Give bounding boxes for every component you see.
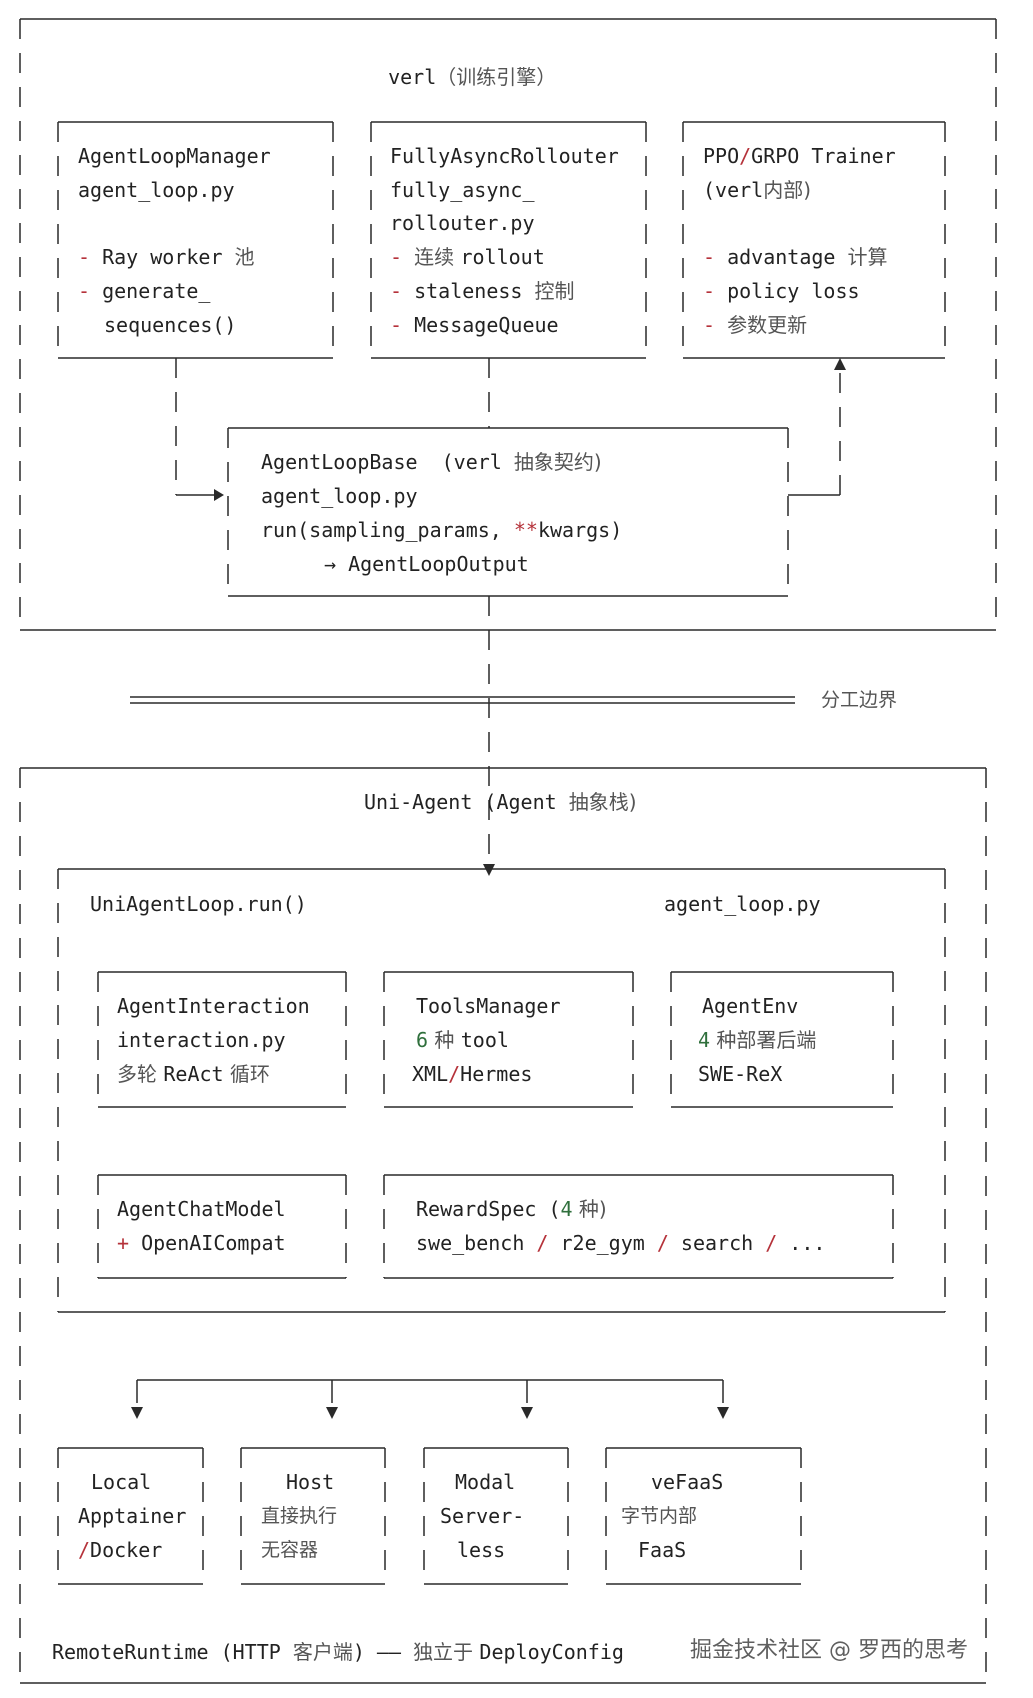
tools-manager-count: 6 种 tool <box>416 1028 509 1052</box>
runtime-host-nocontainer: 无容器 <box>261 1539 319 1561</box>
rollouter-bullet-3: - MessageQueue <box>390 313 559 337</box>
trainer-bullet-2: - policy loss <box>703 279 860 303</box>
trainer-name: PPO/GRPO Trainer <box>703 144 896 168</box>
runtime-vefaas-faas: FaaS <box>638 1538 687 1562</box>
runtime-local-docker: /Docker <box>78 1538 163 1562</box>
runtime-modal-server: Server- <box>440 1504 525 1528</box>
agent-interaction-name: AgentInteraction <box>117 994 310 1018</box>
runtime-host-direct: 直接执行 <box>261 1505 338 1527</box>
agent-env-swe-rex: SWE-ReX <box>698 1062 783 1086</box>
agent-loop-manager-file: agent_loop.py <box>78 178 235 202</box>
runtime-modal-less: less <box>457 1538 506 1562</box>
reward-spec-variants: swe_bench / r2e_gym / search / ... <box>416 1231 826 1255</box>
agent-loop-base-file: agent_loop.py <box>261 484 418 508</box>
trainer-bullet-3: - 参数更新 <box>703 313 808 337</box>
rollouter-file-2: rollouter.py <box>390 211 535 235</box>
runtime-local-apptainer: Apptainer <box>78 1504 187 1528</box>
rollouter-name: FullyAsyncRollouter <box>390 144 619 168</box>
agent-chat-model-compat: + OpenAICompat <box>117 1231 286 1255</box>
runtime-modal-name: Modal <box>455 1470 516 1494</box>
agent-loop-manager-name: AgentLoopManager <box>78 144 271 168</box>
verl-title-cn: （训练引擎） <box>436 65 557 89</box>
runtime-vefaas-internal: 字节内部 <box>621 1505 698 1527</box>
boundary-label: 分工边界 <box>821 689 898 711</box>
rollouter-bullet-1: - 连续 rollout <box>390 245 545 269</box>
agent-interaction-file: interaction.py <box>117 1028 286 1052</box>
agent-env-name: AgentEnv <box>702 994 799 1018</box>
watermark: 掘金技术社区 @ 罗西的思考 <box>690 1638 968 1663</box>
runtime-local-name: Local <box>91 1470 152 1494</box>
remote-runtime-footer: RemoteRuntime (HTTP 客户端) —— 独立于 DeployCo… <box>52 1640 624 1664</box>
agent-loop-base-signature: run(sampling_params, **kwargs) <box>261 518 623 542</box>
tools-manager-format: XML/Hermes <box>412 1062 533 1086</box>
uni-agent-loop-run: UniAgentLoop.run() <box>90 892 307 916</box>
reward-spec-name: RewardSpec (4 种) <box>416 1197 607 1221</box>
tools-manager-name: ToolsManager <box>416 994 561 1018</box>
trainer-bullet-1: - advantage 计算 <box>703 245 888 269</box>
agent-chat-model-name: AgentChatModel <box>117 1197 286 1221</box>
agent-loop-manager-bullet-2-cont: sequences() <box>104 313 237 337</box>
verl-title-main: verl <box>388 65 437 89</box>
agent-env-backends: 4 种部署后端 <box>698 1028 817 1052</box>
uni-agent-title: Uni-Agent (Agent 抽象栈) <box>364 790 637 814</box>
uni-agent-loop-file: agent_loop.py <box>664 892 821 916</box>
verl-title: verl（训练引擎） <box>364 41 556 89</box>
runtime-vefaas-name: veFaaS <box>651 1470 724 1494</box>
rollouter-bullet-2: - staleness 控制 <box>390 279 575 303</box>
runtime-host-name: Host <box>286 1470 335 1494</box>
agent-interaction-desc: 多轮 ReAct 循环 <box>117 1062 270 1086</box>
agent-loop-manager-bullet-1: - Ray worker 池 <box>78 245 255 269</box>
agent-loop-base-name: AgentLoopBase (verl 抽象契约) <box>261 450 602 474</box>
agent-loop-base-return: → AgentLoopOutput <box>324 552 529 576</box>
agent-loop-manager-bullet-2: - generate_ <box>78 279 211 303</box>
rollouter-file-1: fully_async_ <box>390 178 535 202</box>
trainer-subtitle: (verl内部) <box>703 178 812 202</box>
